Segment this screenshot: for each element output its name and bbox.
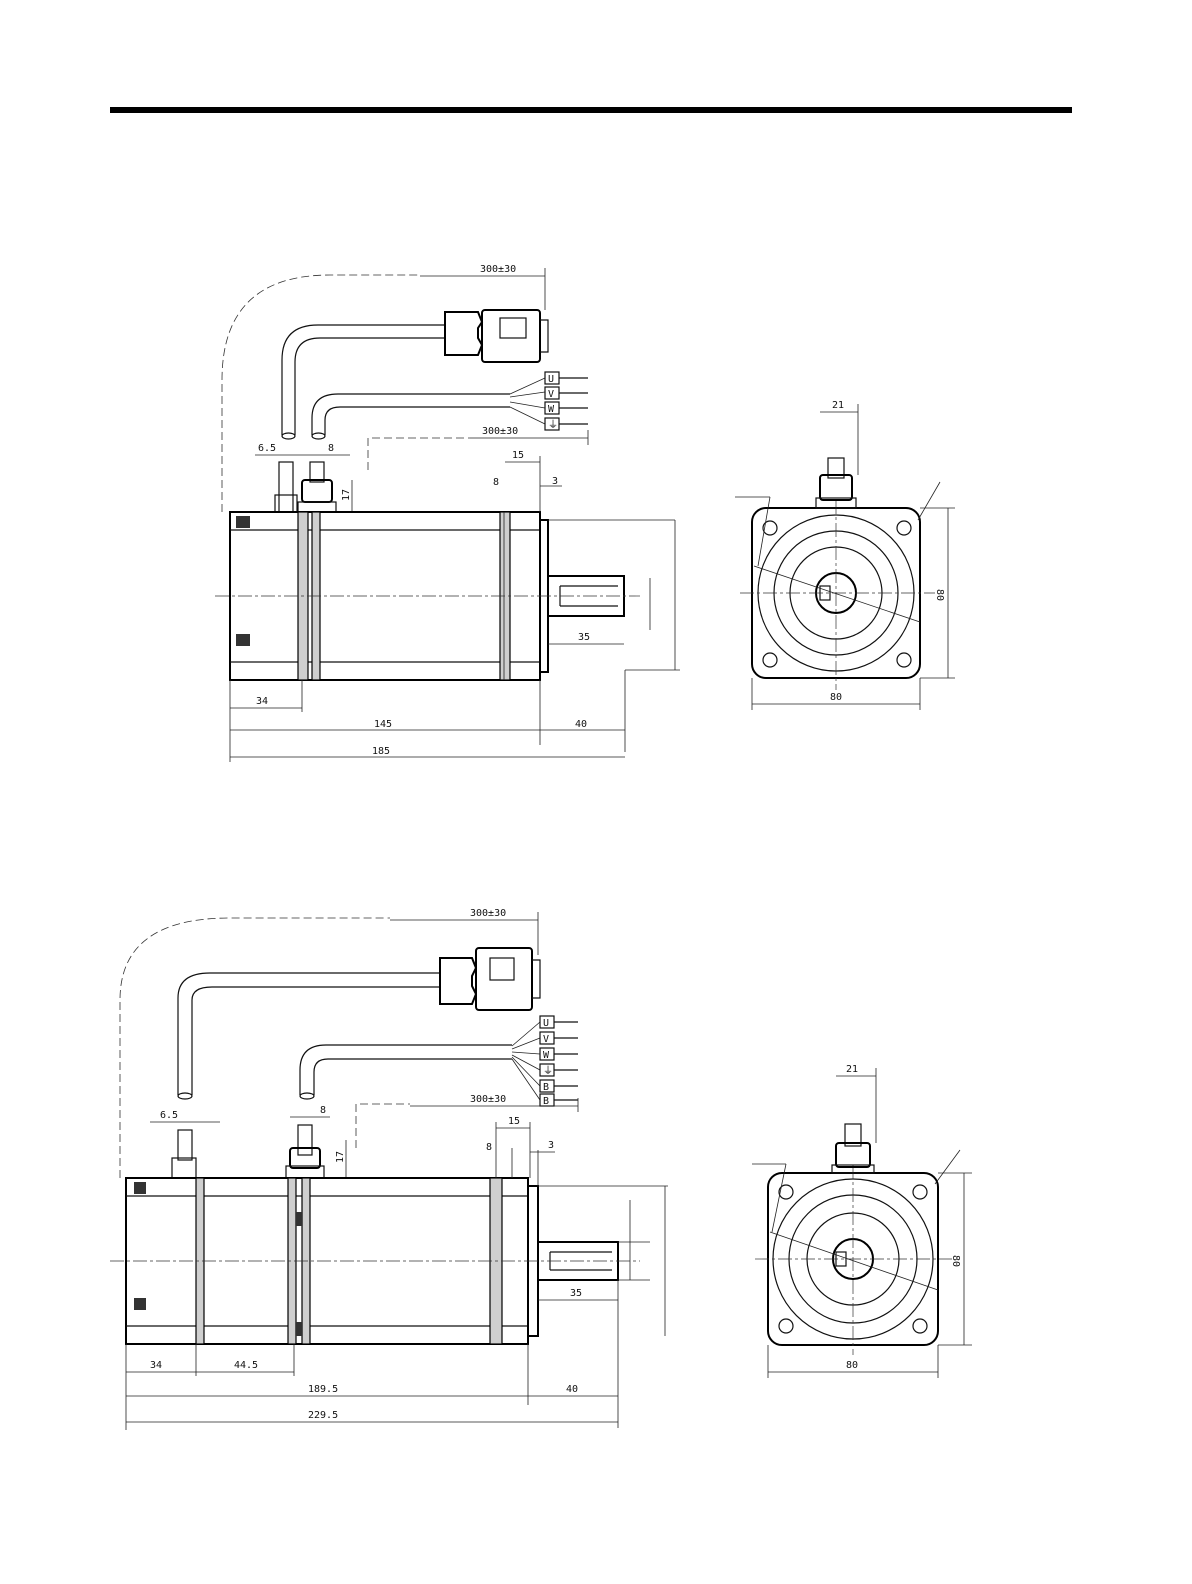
top-power-cable-route xyxy=(368,438,470,470)
top-dim-shaft-total: 40 xyxy=(575,719,587,730)
top-dim-flange-gap: 8 xyxy=(493,477,499,488)
bottom-front-dim-height: 80 xyxy=(950,1255,961,1267)
bottom-encoder-cable xyxy=(178,973,440,1095)
bottom-dim-cable-offset-right: 8 xyxy=(320,1105,326,1116)
bottom-dim-flange-gap: 8 xyxy=(486,1142,492,1153)
bottom-dim-overall-length: 229.5 xyxy=(308,1410,338,1421)
top-dim-shaft-length: 35 xyxy=(578,632,590,643)
bottom-front-dim-connector-width: 21 xyxy=(846,1064,858,1075)
top-encoder-connector xyxy=(445,310,548,362)
bottom-terminal-brake-1: B xyxy=(543,1082,549,1093)
top-encoder-cable-length: 300±30 xyxy=(480,264,516,275)
top-dim-height-stub: 17 xyxy=(341,489,352,501)
bottom-encoder-cable-length: 300±30 xyxy=(470,908,506,919)
top-encoder-cable xyxy=(282,325,445,435)
top-front-dim-height: 80 xyxy=(934,589,945,601)
top-front-dim-connector-width: 21 xyxy=(832,400,844,411)
top-front-dim-width: 80 xyxy=(830,692,842,703)
top-terminal-ground: ⏚ xyxy=(548,419,558,431)
top-dim-cable-offset-left: 6.5 xyxy=(258,443,276,454)
bottom-front-view: 21 80 80 xyxy=(752,1064,972,1378)
bottom-encoder-cable-route xyxy=(120,918,390,1178)
bottom-dim-cable-offset-left: 6.5 xyxy=(160,1110,178,1121)
bottom-encoder-connector xyxy=(440,948,540,1010)
top-side-view: U V W ⏚ 300±30 300±30 6.5 8 17 xyxy=(215,264,680,762)
bottom-power-cable-length: 300±30 xyxy=(470,1094,506,1105)
bottom-power-cable-route xyxy=(356,1104,410,1148)
top-dim-rear: 34 xyxy=(256,696,268,707)
top-dim-overall-length: 185 xyxy=(372,746,390,757)
top-dim-flange-step: 3 xyxy=(552,476,558,487)
bottom-terminal-ground: ⏚ xyxy=(543,1065,553,1077)
top-power-cable xyxy=(312,394,510,435)
bottom-terminal-u: U xyxy=(543,1018,549,1029)
top-power-terminals: U V W ⏚ xyxy=(545,372,588,431)
bottom-side-view: U V W ⏚ B B 300±30 300±30 6.5 8 xyxy=(110,908,668,1430)
top-terminal-v: V xyxy=(548,389,554,400)
bottom-dim-brake-section: 44.5 xyxy=(234,1360,258,1371)
bottom-dim-flange-step: 3 xyxy=(548,1140,554,1151)
top-power-cable-length: 300±30 xyxy=(482,426,518,437)
bottom-power-cable xyxy=(300,1045,512,1095)
bottom-dim-shaft-length: 35 xyxy=(570,1288,582,1299)
bottom-dim-body-length: 189.5 xyxy=(308,1384,338,1395)
bottom-terminal-w: W xyxy=(543,1050,550,1061)
bottom-terminal-brake-2: B xyxy=(543,1096,549,1107)
bottom-dim-flange-thickness: 15 xyxy=(508,1116,520,1127)
top-dim-body-length: 145 xyxy=(374,719,392,730)
bottom-front-dim-width: 80 xyxy=(846,1360,858,1371)
top-dim-cable-offset-right: 8 xyxy=(328,443,334,454)
bottom-dim-shaft-total: 40 xyxy=(566,1384,578,1395)
bottom-dim-rear: 34 xyxy=(150,1360,162,1371)
bottom-dim-height-stub: 17 xyxy=(335,1151,346,1163)
top-front-view: 21 80 80 xyxy=(735,400,955,710)
bottom-terminal-v: V xyxy=(543,1034,549,1045)
top-terminal-w: W xyxy=(548,404,555,415)
top-dim-flange-thickness: 15 xyxy=(512,450,524,461)
bottom-power-terminals: U V W ⏚ B B xyxy=(540,1016,578,1107)
top-terminal-u: U xyxy=(548,374,554,385)
